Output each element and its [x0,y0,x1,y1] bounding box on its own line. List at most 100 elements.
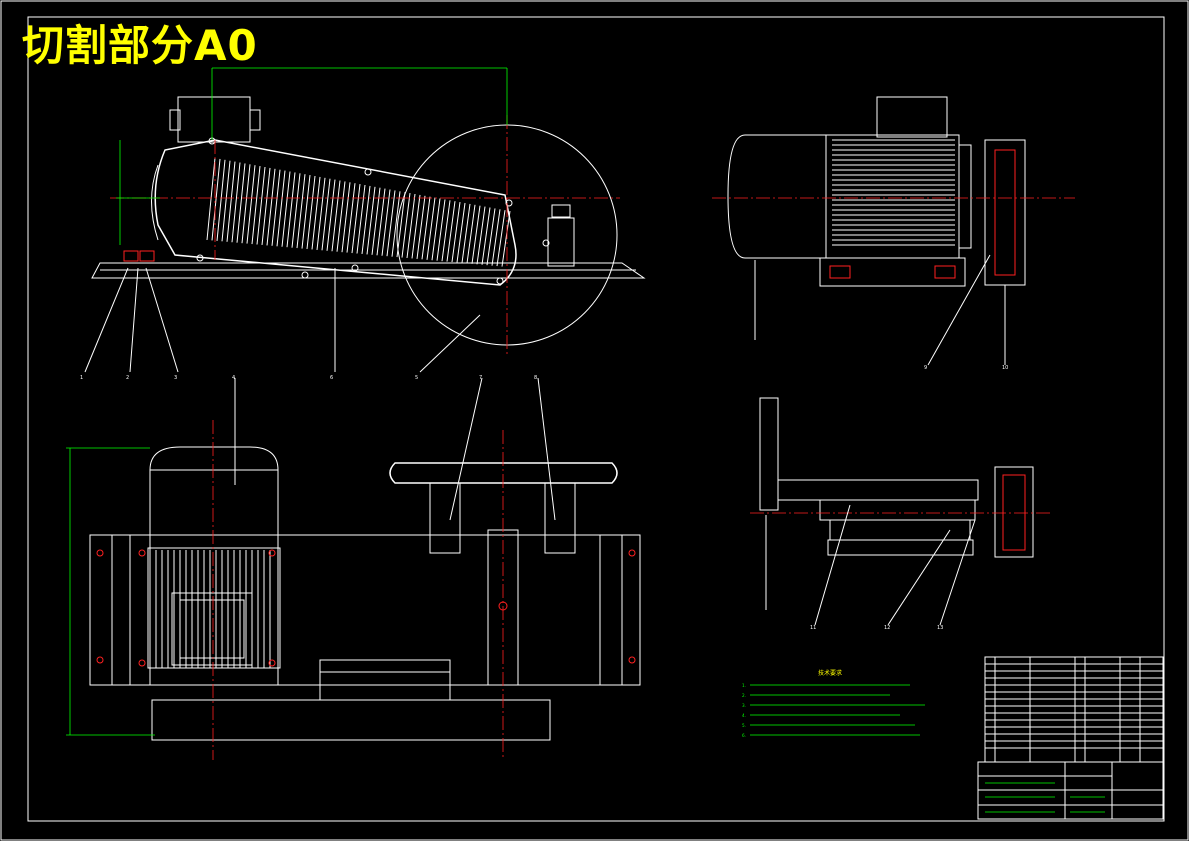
drawing-stroke [276,170,286,247]
side-pulley-housing [984,139,1026,286]
drawing-stroke [221,160,231,242]
notes-text-strokes [750,684,925,736]
note-line-4: 4. [742,713,746,718]
drawing-stroke [401,193,411,258]
drawing-stroke [491,209,501,266]
front-foot-left [123,250,139,262]
drawing-stroke [271,169,281,246]
drawing-stroke [286,172,296,248]
side-motor-endcap [727,134,827,259]
drawing-stroke [216,159,226,241]
drawing-stroke [231,162,241,243]
drawing-stroke [501,211,511,267]
drawing-stroke [421,196,431,260]
front-motor-head [177,96,251,143]
drawing-stroke [356,184,366,254]
drawing-stroke [461,203,471,264]
front-view [84,67,646,373]
drawing-stroke [351,184,361,254]
drawing-stroke [206,157,216,241]
section-pulley [994,466,1034,558]
drawing-stroke [456,202,466,263]
technical-notes: 技术要求 1. 2. 3. 4. 5. 6. [742,669,925,738]
drawing-stroke [291,173,301,248]
drawing-stroke [331,180,341,252]
title-block [977,656,1164,820]
belt-guard [154,139,517,286]
note-line-1: 1. [742,683,746,688]
drawing-stroke [316,177,326,250]
drawing-stroke [246,165,256,244]
side-motor-junction-box [876,96,948,138]
side-base [819,257,966,287]
front-base-plate [91,262,646,279]
drawing-stroke [436,199,446,261]
drawing-stroke [481,207,491,265]
drawing-stroke [376,188,386,256]
drawing-stroke [426,197,436,260]
drawing-stroke [251,166,261,245]
note-line-2: 2. [742,693,746,698]
drawing-stroke [226,161,236,242]
balloon-labels: 1 2 3 4 5 6 7 8 9 10 11 12 13 [80,365,1008,631]
drawing-stroke [301,175,311,249]
drawing-stroke [306,175,316,250]
drawing-stroke [416,195,426,259]
drawing-stroke [406,193,416,259]
drawing-stroke [296,174,306,249]
drawing-stroke [466,204,476,264]
drawing-stroke [381,189,391,256]
drawing-stroke [396,192,406,258]
balloon-2: 2 [126,375,129,381]
drawing-stroke [441,200,451,262]
drawing-stroke [391,191,401,257]
note-line-3: 3. [742,703,746,708]
drawing-stroke [451,202,461,263]
parts-list-rows [985,657,1163,762]
balloon-10: 10 [1002,365,1008,371]
top-motor-fins [155,550,271,668]
notes-heading: 技术要求 [818,669,842,677]
drawing-stroke [371,187,381,255]
balloon-9: 9 [924,365,927,371]
note-line-5: 5. [742,723,746,728]
drawing-stroke [256,166,266,245]
balloon-8: 8 [534,375,537,381]
drawing-stroke [386,190,396,257]
top-blade-guard [389,462,618,484]
drawing-stroke [311,176,321,250]
drawing-title: 切割部分A0 [22,21,258,70]
inner-border [27,16,1165,822]
side-view [712,96,1075,366]
drawing-stroke [326,179,336,251]
note-line-6: 6. [742,733,746,738]
section-blade-edge [759,397,779,511]
drawing-stroke [236,163,246,243]
drawing-stroke [476,206,486,265]
front-foot-right [139,250,155,262]
balloon-12: 12 [884,625,890,631]
top-motor [149,469,279,686]
drawing-stroke [281,171,291,247]
title-block-strokes [985,782,1105,813]
drawing-stroke [321,178,331,251]
balloon-6: 6 [330,375,333,381]
drawing-stroke [431,198,441,261]
drawing-stroke [366,186,376,255]
balloon-7: 7 [479,375,482,381]
drawing-stroke [241,164,251,244]
drawing-stroke [446,201,456,262]
drawing-stroke [261,167,271,246]
drawing-stroke [346,183,356,253]
drawing-stroke [471,205,481,264]
cooling-fin-pattern [206,157,511,267]
front-support-block [547,217,575,267]
top-base-plate [151,699,551,741]
drawing-stroke [266,168,276,246]
balloon-13: 13 [937,625,943,631]
drawing-stroke [411,194,421,259]
drawing-stroke [361,185,371,255]
balloon-11: 11 [810,625,816,631]
